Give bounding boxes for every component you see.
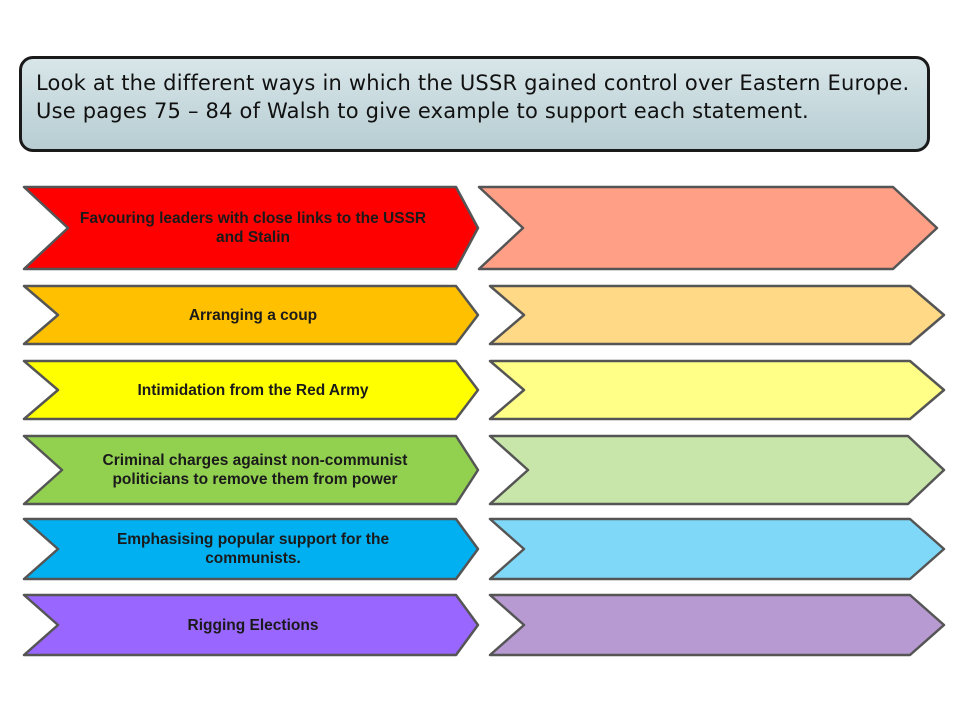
method-chevron-6 (22, 593, 480, 657)
method-label-1: Favouring leaders with close links to th… (79, 210, 427, 246)
method-chevron-6-shape (22, 593, 480, 657)
example-chevron-5[interactable] (488, 517, 946, 581)
example-chevron-6[interactable] (488, 593, 946, 657)
example-chevron-4[interactable] (488, 434, 946, 506)
example-chevron-1-shape (477, 185, 939, 271)
example-chevron-4-shape (488, 434, 946, 506)
method-chevron-1 (22, 185, 480, 271)
method-chevron-3 (22, 359, 480, 421)
example-chevron-2-shape (488, 284, 946, 346)
instruction-box: Look at the different ways in which the … (19, 56, 930, 152)
method-chevron-4-shape (22, 434, 480, 506)
example-chevron-1[interactable] (477, 185, 939, 271)
method-label-5: Emphasising popular support for the comm… (116, 531, 390, 567)
method-chevron-2 (22, 284, 480, 346)
method-label-4: Criminal charges against non-communist p… (102, 452, 408, 488)
method-chevron-4 (22, 434, 480, 506)
example-chevron-2[interactable] (488, 284, 946, 346)
example-chevron-3-shape (488, 359, 946, 421)
method-label-3: Intimidation from the Red Army (137, 381, 369, 399)
method-label-2: Arranging a coup (188, 306, 318, 324)
method-chevron-3-shape (22, 359, 480, 421)
instruction-text: Look at the different ways in which the … (36, 71, 910, 123)
example-chevron-6-shape (488, 593, 946, 657)
method-chevron-1-shape (22, 185, 480, 271)
method-label-6: Rigging Elections (187, 616, 319, 634)
example-chevron-3[interactable] (488, 359, 946, 421)
method-chevron-2-shape (22, 284, 480, 346)
method-chevron-5-shape (22, 517, 480, 581)
method-chevron-5 (22, 517, 480, 581)
example-chevron-5-shape (488, 517, 946, 581)
